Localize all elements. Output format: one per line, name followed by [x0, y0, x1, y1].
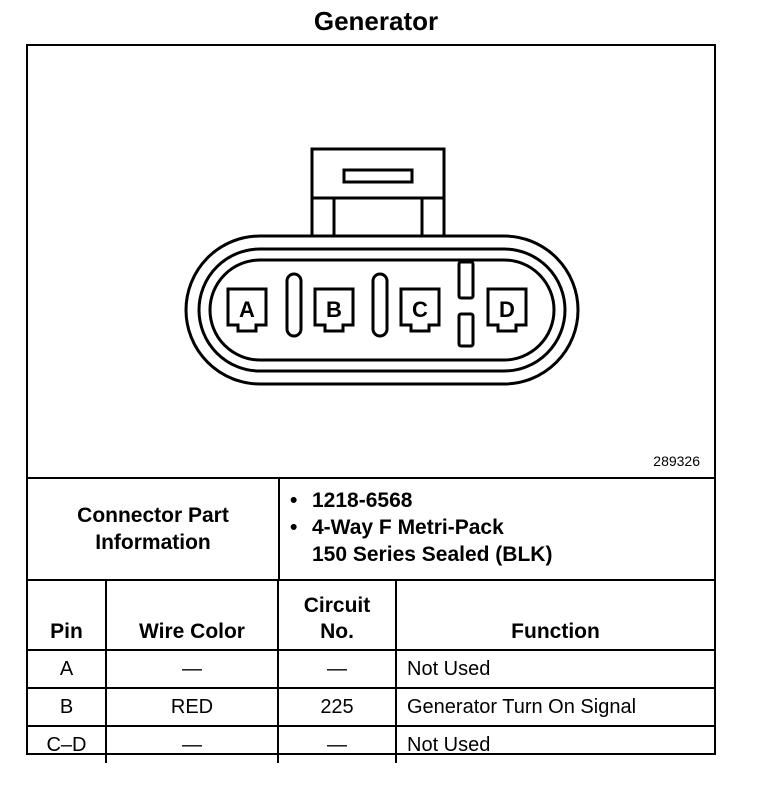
table-header-row: Pin Wire Color Circuit No. Function — [28, 581, 714, 651]
connector-info-label-line2: Information — [95, 531, 211, 554]
part-number: 1218-6568 — [312, 489, 413, 512]
pin-label-b: B — [326, 297, 342, 322]
cell-wire-color: — — [105, 725, 279, 763]
connector-face-drawing: A B C D — [184, 147, 580, 386]
cavity-separators — [285, 260, 475, 348]
cell-function: Not Used — [395, 725, 714, 763]
table-row: A — — Not Used — [28, 649, 714, 689]
pin-table: Pin Wire Color Circuit No. Function A — … — [28, 581, 714, 763]
header-circuit-line2: No. — [320, 620, 354, 643]
part-number-item: • 1218-6568 — [290, 487, 710, 514]
description: 4-Way F Metri-Pack 150 Series Sealed (BL… — [312, 514, 552, 568]
cell-circuit: — — [277, 725, 397, 763]
bullet: • — [290, 516, 298, 539]
table-row: B RED 225 Generator Turn On Signal — [28, 687, 714, 727]
description-line1: 4-Way F Metri-Pack — [312, 516, 504, 539]
pin-cavity-b — [313, 287, 355, 333]
cell-wire-color: RED — [105, 687, 279, 727]
description-line2: 150 Series Sealed (BLK) — [312, 543, 553, 566]
cell-circuit: 225 — [277, 687, 397, 727]
pin-cavity-c — [399, 287, 441, 333]
page-title: Generator — [313, 6, 439, 36]
pin-cavity-d — [486, 287, 528, 333]
cell-pin: C–D — [28, 725, 107, 763]
header-wire-color: Wire Color — [105, 581, 279, 651]
pin-cavity-a — [226, 287, 268, 333]
connector-frame: A B C D 289326 Connector Part Informatio… — [26, 44, 716, 763]
figure-number: 289326 — [653, 453, 700, 469]
cell-circuit: — — [277, 649, 397, 689]
header-circuit-line1: Circuit — [303, 594, 371, 617]
connector-info-label-line1: Connector Part — [77, 504, 229, 527]
connector-info-label: Connector Part Information — [28, 479, 280, 579]
connector-diagram: A B C D 289326 — [28, 46, 714, 479]
cell-function: Generator Turn On Signal — [395, 687, 714, 727]
bullet: • — [290, 489, 298, 512]
connector-info-row: Connector Part Information • 1218-6568 •… — [28, 479, 714, 581]
cell-pin: B — [28, 687, 107, 727]
locking-tab — [310, 147, 446, 238]
pin-label-a: A — [239, 297, 255, 322]
cell-wire-color: — — [105, 649, 279, 689]
cell-pin: A — [28, 649, 107, 689]
header-pin: Pin — [28, 581, 107, 651]
connector-info-list: • 1218-6568 • 4-Way F Metri-Pack 150 Ser… — [290, 487, 710, 568]
header-function: Function — [395, 581, 714, 651]
table-row: C–D — — Not Used — [28, 725, 714, 763]
pin-label-d: D — [499, 297, 515, 322]
pin-label-c: C — [412, 297, 428, 322]
description-item: • 4-Way F Metri-Pack 150 Series Sealed (… — [290, 514, 710, 568]
header-circuit-no: Circuit No. — [277, 581, 397, 651]
cell-function: Not Used — [395, 649, 714, 689]
